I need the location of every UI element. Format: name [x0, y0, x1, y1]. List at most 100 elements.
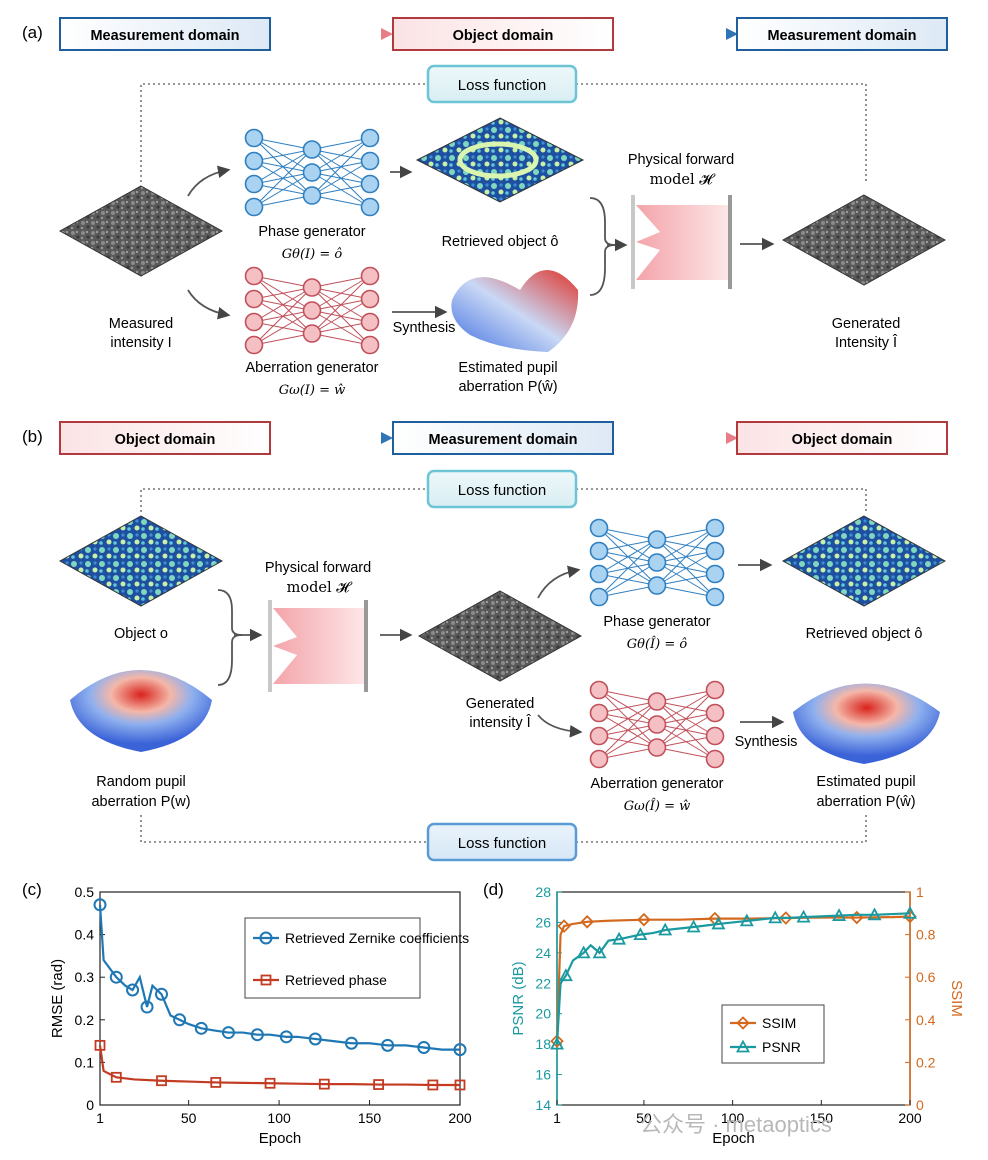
network-edge — [598, 527, 658, 540]
data-point-0 — [308, 1032, 322, 1046]
data-point-1 — [264, 1077, 276, 1089]
measured-intensity-label-1: Measured — [109, 316, 173, 332]
pupil-aberration-surface-a — [451, 270, 579, 352]
domain-box-a-2 — [392, 17, 614, 51]
domain-box-b-3 — [736, 421, 948, 455]
data-point-0 — [221, 1026, 235, 1040]
network-node — [705, 518, 725, 538]
network-node — [360, 151, 380, 171]
network-node — [244, 289, 264, 309]
legend-label-0: Retrieved Zernike coefficients — [285, 930, 469, 946]
domain-box-b-2 — [392, 421, 614, 455]
y-tick-label: 28 — [535, 884, 551, 900]
network-node — [244, 197, 264, 217]
forward-model-sensor-a — [728, 195, 732, 289]
network-edge — [598, 539, 658, 598]
series-line-0 — [98, 904, 460, 1051]
network-node — [302, 278, 322, 297]
loss-dotted-line-a-right — [576, 83, 867, 182]
network-edge — [656, 573, 716, 586]
network-node — [589, 703, 609, 723]
network-node — [360, 128, 380, 148]
network-edge — [311, 137, 371, 150]
panel-b: (b) Object domain Measurement domain Obj… — [22, 421, 948, 862]
generated-intensity-label-b-2: intensity Î — [469, 714, 531, 731]
y-tick-label: 14 — [535, 1097, 551, 1113]
loss-function-label-b-top: Loss function — [458, 482, 546, 499]
network-node — [302, 324, 322, 343]
loss-dotted-line-b-bottom-left — [140, 815, 428, 843]
data-point-1 — [768, 910, 783, 924]
network-edge — [253, 195, 313, 208]
data-point-0 — [344, 1036, 358, 1050]
network-edge — [656, 747, 716, 760]
network-edge — [311, 321, 371, 334]
phase-generator-equation-a: Gθ(I) = ô — [282, 247, 343, 262]
merge-brace-b — [217, 589, 243, 686]
arrow-to-aberration-generator — [187, 289, 231, 320]
arrow-to-phase-generator — [187, 165, 231, 197]
network-node — [302, 301, 322, 320]
y-axis-label: PSNR (dB) — [510, 961, 527, 1035]
object-image-b — [58, 515, 224, 607]
legend-box — [244, 917, 421, 999]
network-node — [360, 289, 380, 309]
random-pupil-label-1: Random pupil — [96, 774, 185, 790]
network-node — [705, 749, 725, 769]
data-point-1 — [633, 927, 648, 940]
network-edge — [311, 137, 371, 173]
arrowhead — [381, 432, 393, 444]
retrieved-object-image-b — [781, 515, 947, 607]
y-tick-label: 24 — [535, 945, 551, 961]
network-edge — [656, 527, 716, 540]
forward-model-label-a-1: Physical forward — [628, 152, 734, 168]
watermark: 公众号 · metaoptics — [640, 1112, 832, 1137]
aberration-generator-equation-a: Gω(I) = ŵ — [279, 383, 346, 398]
series-line-1 — [98, 1045, 460, 1087]
network-edge — [656, 527, 716, 586]
generated-intensity-image-a — [781, 194, 947, 286]
data-point-1 — [739, 913, 754, 927]
network-node — [647, 692, 667, 711]
network-node — [589, 726, 609, 746]
network-edge — [311, 333, 371, 346]
aberration-generator-equation-b: Gω(Î) = ŵ — [624, 798, 691, 814]
phase-generator-label-a: Phase generator — [258, 224, 365, 240]
panel-d-letter: (d) — [483, 880, 504, 899]
generated-intensity-label-a-2: Intensity Î — [835, 334, 898, 351]
network-node — [244, 151, 264, 171]
data-point-1 — [94, 1039, 106, 1051]
data-point-1 — [427, 1079, 439, 1091]
loss-dotted-line-b-bottom-right — [576, 815, 867, 843]
data-point-0 — [194, 1021, 208, 1035]
network-edge — [656, 735, 716, 748]
network-edge — [253, 310, 313, 346]
loss-dotted-line-b-top-right — [576, 488, 867, 512]
network-node — [302, 140, 322, 159]
measured-intensity-label-2: intensity I — [110, 335, 171, 351]
forward-model-label-b-2: model 𝓗 — [287, 580, 354, 596]
network-node — [705, 680, 725, 700]
data-point-0 — [550, 1034, 564, 1048]
domain-label-b-2: Measurement domain — [428, 432, 577, 448]
x-tick-label: 150 — [358, 1110, 382, 1126]
network-node — [302, 163, 322, 182]
network-node — [705, 703, 725, 723]
synthesis-label-b: Synthesis — [735, 734, 798, 750]
panel-c-letter: (c) — [22, 880, 42, 899]
data-point-1 — [796, 909, 811, 923]
network-edge — [656, 689, 716, 748]
legend-label-1: Retrieved phase — [285, 972, 387, 988]
network-node — [705, 726, 725, 746]
network-edge — [311, 275, 371, 311]
domain-label-a-1: Measurement domain — [90, 28, 239, 44]
data-point-0 — [126, 983, 140, 997]
data-point-0 — [93, 898, 107, 912]
measured-intensity-image — [58, 185, 224, 277]
network-edge — [598, 701, 658, 760]
phase-generator-label-b: Phase generator — [603, 614, 710, 630]
